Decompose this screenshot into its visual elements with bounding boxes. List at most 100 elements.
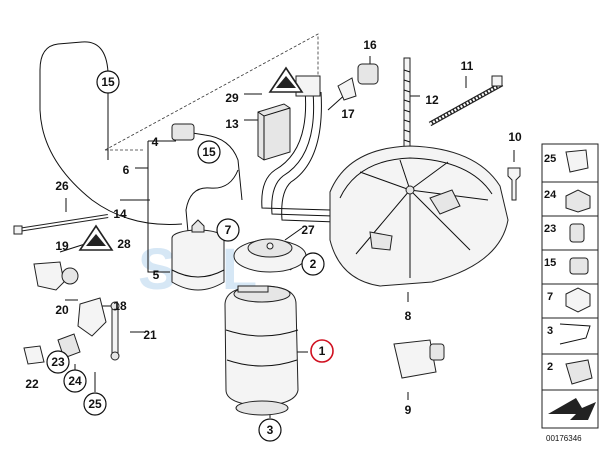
- callout-24: 24: [63, 369, 87, 393]
- line-bundle-1: [261, 89, 331, 211]
- small-part-15-fitting: [569, 257, 589, 275]
- small-part-label-2: 2: [547, 361, 553, 373]
- callout-26: 26: [55, 179, 69, 193]
- small-part-label-23: 23: [544, 223, 556, 235]
- callout-22: 22: [25, 377, 39, 391]
- small-part-label-15: 15: [544, 257, 556, 269]
- small-part-label-25: 25: [544, 153, 556, 165]
- small-part-7-nut: [565, 287, 591, 313]
- callout-10: 10: [508, 130, 522, 144]
- callout-1: 1: [310, 339, 334, 363]
- callout-29: 29: [225, 91, 239, 105]
- callout-label-15: 15: [202, 145, 216, 159]
- callout-7: 7: [216, 218, 240, 242]
- small-part-label-7: 7: [547, 291, 553, 303]
- callout-11: 11: [461, 59, 474, 73]
- callout-label-16: 16: [363, 38, 377, 52]
- callout-label-24: 24: [68, 374, 82, 388]
- callout-label-28: 28: [117, 237, 131, 251]
- cable-tie-11: [428, 81, 504, 127]
- small-part-23-bolt: [569, 223, 585, 243]
- callout-label-20: 20: [55, 303, 69, 317]
- callout-label-5: 5: [153, 268, 160, 282]
- height-sensor-20: [77, 297, 107, 337]
- callout-4: 4: [152, 135, 159, 149]
- callout-19: 19: [55, 239, 69, 253]
- callout-15: 15: [96, 70, 120, 94]
- callout-28: 28: [117, 237, 131, 251]
- valve-block-13: [257, 103, 291, 161]
- callout-label-23: 23: [51, 355, 65, 369]
- callout-circle-7: [216, 218, 240, 242]
- relay-bracket: [295, 75, 321, 97]
- callout-circle-2: [301, 252, 325, 276]
- callout-17: 17: [341, 107, 355, 121]
- callout-label-27: 27: [301, 223, 315, 237]
- air-line-long: [39, 41, 183, 225]
- callout-label-12: 12: [425, 93, 439, 107]
- bracket-4-5: [147, 141, 170, 273]
- callout-23: 23: [46, 350, 70, 374]
- small-part-label-24: 24: [544, 189, 557, 201]
- air-spring-piston: [235, 400, 289, 416]
- callout-14: 14: [113, 207, 127, 221]
- line-bundle-2: [271, 91, 334, 217]
- relay-9: [393, 339, 437, 379]
- air-spring-fitting: [237, 285, 269, 293]
- callout-circle-15: [96, 70, 120, 94]
- callout-6: 6: [123, 163, 130, 177]
- callout-label-21: 21: [143, 328, 157, 342]
- callout-label-18: 18: [113, 299, 127, 313]
- callout-label-14: 14: [113, 207, 127, 221]
- small-part-25-clip: [565, 149, 589, 173]
- callout-label-29: 29: [225, 91, 239, 105]
- callout-label-25: 25: [88, 397, 102, 411]
- small-part-label-3: 3: [547, 325, 553, 337]
- reservoir-5: [171, 238, 225, 291]
- callout-circle-15: [197, 140, 221, 164]
- callout-18: 18: [113, 299, 127, 313]
- callout-label-9: 9: [405, 403, 412, 417]
- clip-22: [23, 345, 45, 365]
- connector-4: [171, 123, 195, 141]
- callout-25: 25: [83, 392, 107, 416]
- small-part-2-clamp: [565, 359, 593, 385]
- callout-2: 2: [301, 252, 325, 276]
- nut-16: [357, 63, 379, 85]
- callout-label-22: 22: [25, 377, 39, 391]
- arrow-icon: [548, 398, 596, 420]
- assembly-frame-top: [104, 33, 319, 151]
- callout-13: 13: [225, 117, 239, 131]
- drawing-code: 00176346: [546, 434, 582, 443]
- callout-label-26: 26: [55, 179, 69, 193]
- bracket-19: [33, 261, 65, 291]
- callout-circle-24: [63, 369, 87, 393]
- callout-circle-3: [258, 418, 282, 442]
- air-spring-1: [224, 285, 299, 407]
- callout-label-4: 4: [152, 135, 159, 149]
- compressor-cover-8: [329, 145, 509, 287]
- callout-9: 9: [405, 403, 412, 417]
- small-part-3-clip: [559, 323, 591, 345]
- link-rod-21: [111, 305, 119, 357]
- line-bundle-3: [281, 91, 337, 223]
- callout-5: 5: [153, 268, 160, 282]
- callout-3: 3: [258, 418, 282, 442]
- callout-label-10: 10: [508, 130, 522, 144]
- callout-8: 8: [405, 309, 412, 323]
- clip-17: [337, 77, 357, 101]
- callout-label-19: 19: [55, 239, 69, 253]
- callout-27: 27: [301, 223, 315, 237]
- callout-label-2: 2: [310, 257, 317, 271]
- callout-label-1: 1: [319, 344, 326, 358]
- callout-label-3: 3: [267, 423, 274, 437]
- cable-4: [185, 131, 243, 201]
- callout-16: 16: [363, 38, 377, 52]
- bolt-10: [507, 167, 521, 201]
- callout-circle-1: [310, 339, 334, 363]
- callout-label-7: 7: [225, 223, 232, 237]
- callout-label-13: 13: [225, 117, 239, 131]
- callout-label-8: 8: [405, 309, 412, 323]
